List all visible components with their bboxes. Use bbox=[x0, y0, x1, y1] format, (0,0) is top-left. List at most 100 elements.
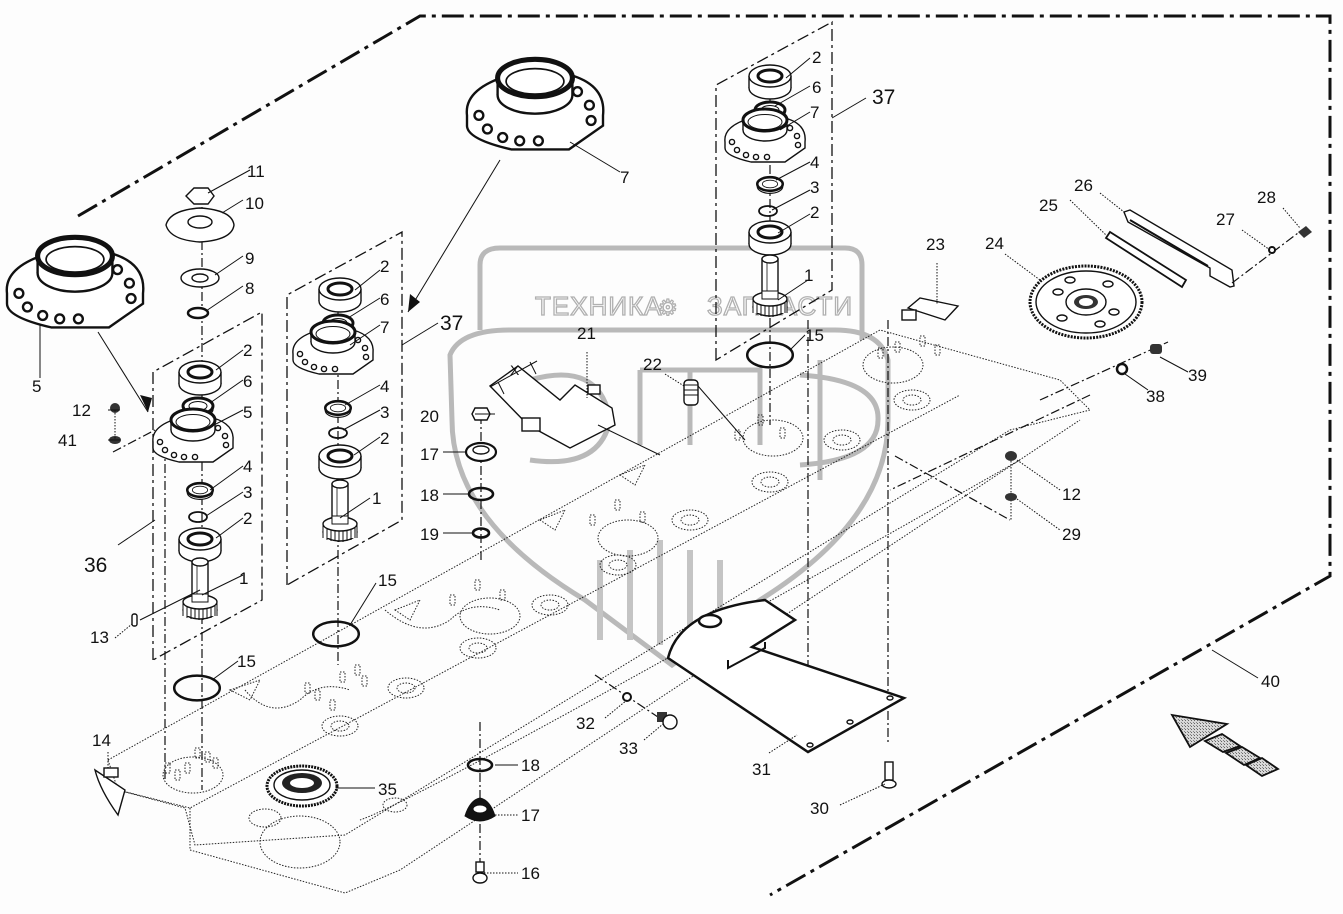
callout-4: 4 bbox=[810, 153, 819, 172]
callout-2: 2 bbox=[380, 429, 389, 448]
callout-7: 7 bbox=[620, 168, 629, 187]
callout-1: 1 bbox=[372, 489, 381, 508]
callout-7: 7 bbox=[380, 318, 389, 337]
callout-5: 5 bbox=[243, 403, 252, 422]
callout-41: 41 bbox=[58, 431, 77, 450]
group-37-middle bbox=[286, 230, 403, 665]
callout-10: 10 bbox=[245, 194, 264, 213]
watermark: ТЕХНИКА ⚙ ЗАПЧАСТИ bbox=[447, 245, 891, 669]
right-stack bbox=[723, 63, 807, 369]
housing-5-large bbox=[7, 237, 152, 413]
group-36 bbox=[152, 190, 263, 790]
callout-38: 38 bbox=[1146, 387, 1165, 406]
cover-plate-31 bbox=[666, 598, 908, 754]
bottom-fasteners bbox=[464, 722, 496, 884]
callout-15: 15 bbox=[378, 571, 397, 590]
assembly-frame-40 bbox=[77, 14, 1332, 897]
callout-1: 1 bbox=[239, 569, 248, 588]
callout-16: 16 bbox=[521, 864, 540, 883]
callout-2: 2 bbox=[810, 203, 819, 222]
watermark-shield-top bbox=[477, 245, 865, 340]
callout-20: 20 bbox=[420, 407, 439, 426]
callout-5: 5 bbox=[32, 377, 41, 396]
callout-4: 4 bbox=[243, 457, 252, 476]
callout-15: 15 bbox=[237, 652, 256, 671]
middle-stack bbox=[291, 276, 375, 648]
gear-24 bbox=[1028, 264, 1144, 340]
callout-18: 18 bbox=[521, 756, 540, 775]
travel-direction-arrow-icon bbox=[1170, 713, 1280, 778]
watermark-shield bbox=[447, 327, 891, 669]
studs bbox=[164, 335, 941, 781]
callout-27: 27 bbox=[1216, 210, 1235, 229]
callout-36: 36 bbox=[84, 554, 107, 577]
watermark-logo-f bbox=[799, 360, 881, 480]
strip-25 bbox=[1104, 230, 1188, 289]
callout-24: 24 bbox=[985, 234, 1004, 253]
callout-2: 2 bbox=[243, 341, 252, 360]
callout-6: 6 bbox=[812, 78, 821, 97]
screw-30 bbox=[881, 761, 897, 789]
fasteners-12-29 bbox=[894, 451, 1017, 521]
callout-17: 17 bbox=[521, 806, 540, 825]
callout-19: 19 bbox=[420, 525, 439, 544]
callout-28: 28 bbox=[1257, 188, 1276, 207]
callout-8: 8 bbox=[245, 279, 254, 298]
dimension-x-label: X bbox=[510, 362, 520, 378]
leader-lines bbox=[107, 57, 1301, 874]
callout-15: 15 bbox=[805, 326, 824, 345]
callout-22: 22 bbox=[643, 355, 662, 374]
callout-4: 4 bbox=[380, 377, 389, 396]
callout-11: 11 bbox=[247, 162, 265, 181]
pin-22 bbox=[683, 379, 699, 406]
callout-12: 12 bbox=[72, 401, 91, 420]
callout-31: 31 bbox=[752, 760, 771, 779]
callout-6: 6 bbox=[243, 372, 252, 391]
callout-13: 13 bbox=[90, 628, 109, 647]
callout-6: 6 bbox=[380, 290, 389, 309]
callout-2: 2 bbox=[243, 509, 252, 528]
fasteners-27-28 bbox=[1231, 226, 1312, 284]
watermark-text-left: ТЕХНИКА bbox=[535, 291, 663, 321]
callout-17: 17 bbox=[420, 445, 439, 464]
callout-37: 37 bbox=[872, 86, 895, 109]
callout-3: 3 bbox=[243, 483, 252, 502]
callout-23: 23 bbox=[926, 235, 945, 254]
callout-18: 18 bbox=[420, 486, 439, 505]
callout-40: 40 bbox=[1261, 672, 1280, 691]
callout-12: 12 bbox=[1062, 485, 1081, 504]
callout-7: 7 bbox=[810, 103, 819, 122]
callout-35: 35 bbox=[378, 780, 397, 799]
callout-39: 39 bbox=[1188, 366, 1207, 385]
callout-3: 3 bbox=[380, 403, 389, 422]
skid-23 bbox=[901, 297, 960, 321]
watermark-logo-p bbox=[637, 367, 763, 445]
watermark-wheat bbox=[597, 540, 723, 645]
callout-37: 37 bbox=[440, 312, 463, 335]
fasteners-32-33 bbox=[594, 674, 678, 730]
callout-30: 30 bbox=[810, 799, 829, 818]
knife-guard-21: X bbox=[488, 360, 616, 449]
gear-35 bbox=[265, 764, 339, 808]
callout-26: 26 bbox=[1074, 176, 1093, 195]
callout-25: 25 bbox=[1039, 196, 1058, 215]
callout-2: 2 bbox=[812, 48, 821, 67]
skid-shoe-14 bbox=[93, 767, 126, 817]
callout-29: 29 bbox=[1062, 525, 1081, 544]
rail-26 bbox=[1123, 209, 1235, 288]
callout-9: 9 bbox=[245, 249, 254, 268]
callout-3: 3 bbox=[810, 178, 819, 197]
center-fasteners bbox=[464, 407, 498, 560]
callout-33: 33 bbox=[619, 739, 638, 758]
callout-2: 2 bbox=[380, 257, 389, 276]
callout-32: 32 bbox=[576, 714, 595, 733]
callout-14: 14 bbox=[92, 731, 111, 750]
left-stack bbox=[131, 187, 235, 702]
callout-labels: 11 10 9 8 2 6 5 4 3 2 1 15 5 12 41 36 13… bbox=[32, 48, 1280, 883]
watermark-gear-icon: ⚙ bbox=[658, 295, 679, 320]
callout-21: 21 bbox=[577, 324, 596, 343]
callout-1: 1 bbox=[804, 266, 813, 285]
fasteners-38-39 bbox=[889, 341, 1169, 491]
housing-7-large bbox=[407, 59, 621, 313]
